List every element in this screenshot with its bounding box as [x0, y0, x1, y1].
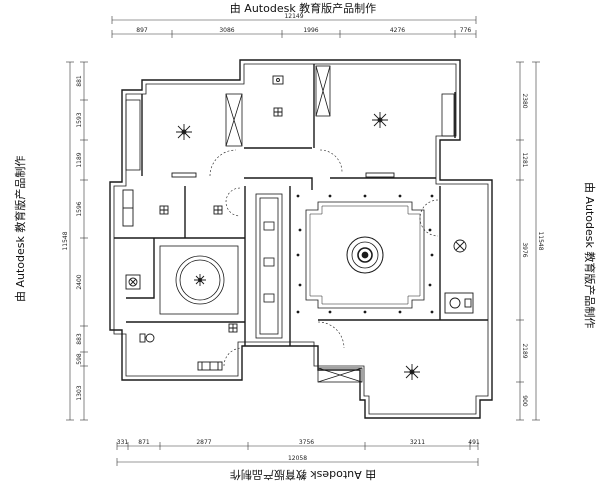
spotlight-icon	[296, 310, 300, 314]
wardrobe-bottom	[317, 367, 363, 383]
outer-wall-inner	[113, 63, 489, 415]
dim-right-label: 1281	[521, 152, 528, 167]
dim-bottom-label: 871	[138, 439, 150, 446]
dimension-labels: 897 3086 1996 4276 776 12149 331 871 2877 3756 321…	[62, 13, 544, 462]
chandelier-icon	[176, 124, 192, 140]
living-ceiling	[305, 201, 425, 309]
dim-right-label: 3976	[521, 242, 528, 257]
door-arc	[209, 149, 237, 177]
dim-left-label: 1189	[76, 152, 83, 167]
spotlight-icon	[398, 310, 402, 314]
door-arc	[225, 187, 241, 217]
spotlight-icon	[296, 253, 300, 257]
dim-bottom-label: 3756	[299, 439, 314, 446]
dim-top-label: 1996	[303, 27, 318, 34]
range-hood-icon	[197, 361, 223, 371]
spotlight-icon	[430, 310, 434, 314]
dim-right-label: 2189	[521, 343, 528, 358]
dim-left-label: 2400	[76, 274, 83, 289]
spotlight-icon	[363, 194, 367, 198]
exhaust-fan-icon	[453, 239, 467, 253]
ceiling-light-icon	[228, 323, 238, 333]
dim-right-total-label: 11548	[537, 231, 544, 250]
dimension-lines	[66, 16, 540, 466]
spotlight-icon	[428, 228, 432, 232]
spotlight-icon	[430, 253, 434, 257]
dim-left-label: 1303	[76, 385, 83, 400]
dim-bottom-label: 3211	[410, 439, 425, 446]
outer-wall	[109, 59, 493, 419]
wardrobes	[125, 65, 455, 383]
dining-cabinet	[255, 193, 283, 339]
dim-bottom-label: 491	[468, 439, 480, 446]
spotlight-icon	[430, 194, 434, 198]
door-arc	[223, 347, 243, 367]
spotlight-icon	[328, 310, 332, 314]
dining-ceiling	[159, 245, 239, 315]
ceiling-light-icon	[272, 75, 284, 85]
spotlight-icon	[296, 194, 300, 198]
dim-right-label: 2380	[521, 93, 528, 108]
watermark-top: 由 Autodesk 教育版产品制作	[229, 2, 377, 15]
doors	[209, 149, 439, 367]
wardrobe-left	[225, 93, 243, 147]
chandelier-icon	[372, 112, 388, 128]
wall-corridor	[244, 177, 313, 190]
fridge-icon	[122, 189, 134, 227]
dim-left-label: 598	[76, 353, 83, 365]
dim-top-label: 3086	[219, 27, 234, 34]
light-fixtures	[122, 75, 474, 380]
wardrobe-left-cross	[225, 93, 243, 147]
dim-bottom-label: 2877	[196, 439, 211, 446]
balcony-left	[125, 99, 141, 171]
ceiling-light-icon	[273, 107, 283, 117]
ceiling-light-icon	[159, 205, 169, 215]
dim-left-label: 881	[76, 75, 83, 87]
wall-heater-icon	[171, 172, 197, 178]
wall-heater-icon	[365, 172, 395, 178]
spotlights	[296, 194, 434, 314]
spotlight-icon	[298, 283, 302, 287]
door-arc	[419, 199, 439, 237]
door-arc	[319, 149, 343, 173]
door-arc	[317, 321, 345, 349]
dim-top-total-label: 12149	[284, 13, 303, 20]
dim-top-label: 776	[460, 27, 472, 34]
exhaust-fan-icon	[125, 274, 141, 290]
dim-left-total-label: 11548	[62, 231, 69, 250]
wardrobe-right-cross	[315, 65, 331, 117]
wardrobe-right	[315, 65, 331, 117]
dim-right-label: 900	[521, 395, 528, 407]
chandelier-icon	[194, 274, 206, 286]
wall-balcony-left	[126, 238, 155, 299]
chandelier-icon	[404, 364, 420, 380]
dim-left-label: 1593	[76, 112, 83, 127]
washbasin-icon	[444, 292, 474, 314]
dim-bottom-total-label: 12058	[288, 455, 307, 462]
balcony-right	[441, 93, 455, 137]
spotlight-icon	[328, 194, 332, 198]
dim-top-label: 4276	[390, 27, 405, 34]
spotlight-icon	[428, 283, 432, 287]
spotlight-icon	[398, 194, 402, 198]
dim-bottom-label: 331	[117, 439, 129, 446]
toilet-icon	[139, 333, 155, 343]
walls	[109, 59, 493, 419]
spotlight-icon	[298, 228, 302, 232]
dim-left-label: 1596	[76, 201, 83, 216]
spotlight-icon	[363, 310, 367, 314]
wardrobe-bottom-cross	[317, 367, 363, 383]
dim-top-label: 897	[136, 27, 148, 34]
dim-left-label: 883	[76, 333, 83, 345]
ceiling-light-icon	[213, 205, 223, 215]
